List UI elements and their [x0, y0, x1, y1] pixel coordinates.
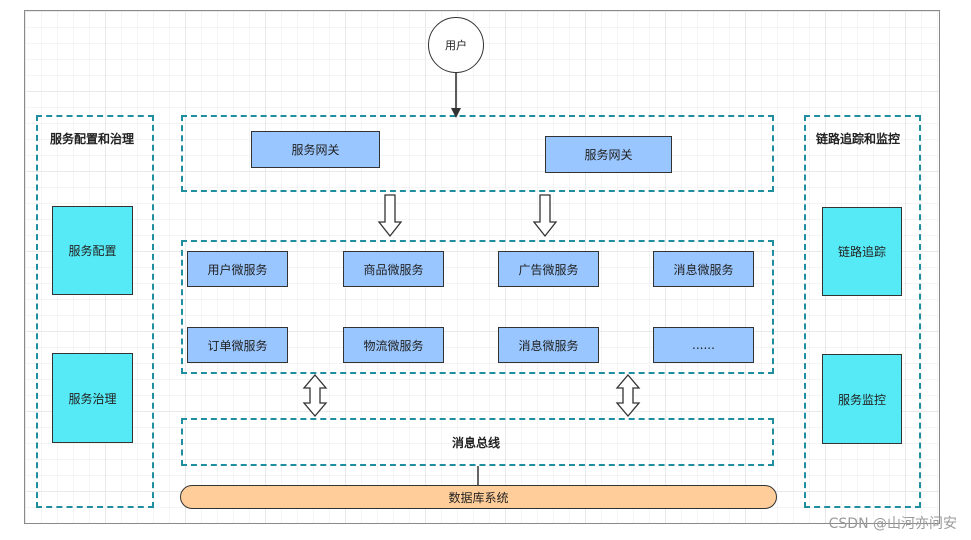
left-panel-title: 服务配置和治理	[50, 132, 135, 146]
service-config-box: 服务配置	[52, 206, 133, 295]
hollow-double-arrow-icon	[302, 373, 328, 418]
microservice-box: 消息微服务	[653, 251, 754, 287]
hollow-down-arrow-icon	[532, 194, 558, 238]
hollow-down-arrow-icon	[377, 194, 403, 238]
microservice-box: 消息微服务	[498, 327, 599, 363]
microservice-box: 订单微服务	[187, 327, 288, 363]
database-box: 数据库系统	[180, 485, 777, 509]
diagram-canvas	[24, 10, 940, 524]
watermark: CSDN @山河亦问安	[828, 516, 957, 532]
monitoring-box: 服务监控	[822, 354, 902, 444]
microservice-box: 用户微服务	[187, 251, 288, 287]
gateway-box: 服务网关	[251, 131, 380, 168]
user-node: 用户	[428, 17, 484, 73]
microservice-box: 商品微服务	[343, 251, 444, 287]
microservice-box: 物流微服务	[343, 327, 444, 363]
service-governance-box: 服务治理	[52, 353, 133, 443]
microservice-box: 广告微服务	[498, 251, 599, 287]
hollow-double-arrow-icon	[615, 373, 641, 418]
tracing-box: 链路追踪	[822, 207, 902, 296]
gateway-box: 服务网关	[545, 136, 672, 173]
microservices-layer	[181, 240, 774, 374]
message-bus-layer	[181, 418, 774, 466]
right-panel-title: 链路追踪和监控	[816, 132, 901, 146]
user-to-gateway-arrow	[451, 73, 461, 118]
right-panel	[804, 115, 921, 508]
microservice-box: ......	[653, 327, 754, 363]
message-bus-label: 消息总线	[452, 436, 501, 450]
left-panel	[36, 115, 154, 508]
gateway-layer	[181, 115, 774, 192]
